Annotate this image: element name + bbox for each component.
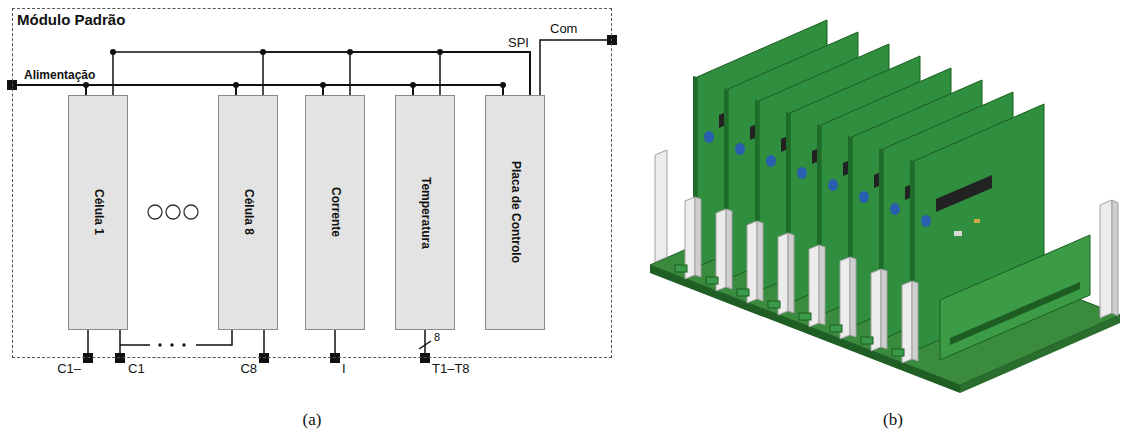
art-circle: [166, 205, 180, 219]
spi-connector: [113, 52, 530, 95]
power-pin: [7, 80, 17, 90]
art-rect: [83, 353, 93, 363]
bus-width: 8: [434, 331, 440, 343]
label-anchor: I: [342, 361, 346, 376]
block-label: Temperatura: [418, 177, 431, 249]
art-rect: [420, 353, 430, 363]
art-polygon: [1112, 200, 1118, 316]
com-pin: [607, 35, 617, 45]
art-path: [120, 344, 150, 346]
art-polygon: [950, 282, 1080, 345]
junction-dot: [347, 49, 353, 55]
art-rect: [259, 353, 269, 363]
junction-dot: [437, 49, 443, 55]
label-anchor: Com: [550, 21, 577, 36]
art-circle: [83, 82, 89, 88]
ellipsis-circles: [148, 205, 198, 219]
block-label: Placa de Controlo: [508, 161, 521, 263]
art-rect: [115, 353, 125, 363]
pcb-rack-render: [650, 20, 1120, 393]
art-circle: [320, 82, 326, 88]
block-label: Célula 1: [91, 189, 104, 235]
pin-label: C1–: [57, 361, 81, 376]
block-label: Corrente: [328, 187, 341, 237]
label-anchor: (a): [303, 410, 322, 430]
art-circle: [158, 343, 161, 346]
art-polygon: [1100, 200, 1112, 318]
module-frame: Módulo PadrãoCélula 1 Célula 8 Corrente Tem…: [12, 8, 612, 358]
art-rect: [330, 353, 340, 363]
label-anchor: (b): [883, 410, 903, 430]
label-anchor: SPI: [508, 35, 529, 50]
bus-label: Alimentação: [24, 68, 95, 82]
label-anchor: 8: [434, 331, 440, 343]
panel-label: (b): [883, 410, 903, 430]
label-anchor: Alimentação: [24, 68, 95, 82]
art-path: [419, 341, 431, 349]
frame-heading: Módulo Padrão: [17, 11, 125, 28]
bus-label: SPI: [508, 35, 529, 50]
art-path: [196, 330, 232, 345]
cell-board: Célula 8: [218, 95, 278, 330]
label-anchor: C8: [240, 361, 257, 376]
spi-connector: [440, 52, 530, 95]
panel-label: (a): [303, 410, 322, 430]
art-polygon: [940, 235, 1090, 360]
cell-board: Célula 1: [68, 95, 128, 330]
pin-label: C1: [128, 361, 145, 376]
label-anchor: C1: [128, 361, 145, 376]
art-circle: [500, 82, 506, 88]
art-polygon: [655, 150, 667, 262]
pin-label: C8: [240, 361, 257, 376]
control-board: Placa de Controlo: [485, 95, 545, 330]
temperature-board: Temperatura: [395, 95, 455, 330]
art-circle: [410, 82, 416, 88]
spi-connector: [350, 52, 530, 95]
art-circle: [170, 343, 173, 346]
art-circle: [233, 82, 239, 88]
continuation-dots: [158, 343, 185, 346]
junction-dot: [110, 49, 116, 55]
spi-connector: [263, 52, 530, 95]
label-anchor: T1–T8: [432, 361, 470, 376]
port-label: Com: [550, 21, 577, 36]
current-board: Corrente: [305, 95, 365, 330]
pin-label: I: [342, 361, 346, 376]
art-circle: [148, 205, 162, 219]
art-circle: [184, 205, 198, 219]
pin-label: T1–T8: [432, 361, 470, 376]
label-anchor: C1–: [57, 361, 81, 376]
com-wire: [540, 40, 612, 95]
art-circle: [182, 343, 185, 346]
block-label: Célula 8: [241, 189, 254, 235]
power-junctions: [83, 82, 506, 88]
junction-dot: [260, 49, 266, 55]
